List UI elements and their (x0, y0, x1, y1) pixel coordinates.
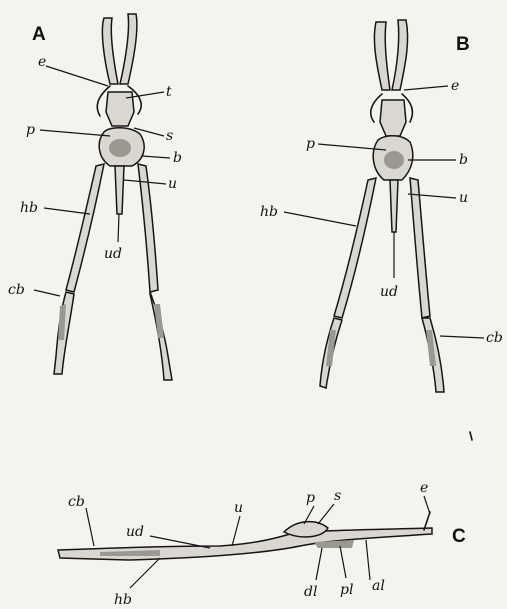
label-b-u: u (459, 190, 468, 206)
panel-c: C cb ud u p s e hb dl pl al (58, 480, 466, 608)
label-b-hb: hb (260, 204, 278, 220)
panel-letter-c: C (452, 526, 466, 547)
label-c-ud: ud (126, 524, 144, 540)
panel-c-drawing (58, 512, 432, 560)
label-b-cb: cb (486, 330, 503, 346)
panel-b: B e p b u hb ud cb (260, 20, 503, 392)
label-c-e: e (420, 480, 428, 496)
label-a-p: p (26, 122, 35, 138)
panel-letter-a: A (32, 24, 46, 45)
label-a-ud: ud (104, 246, 122, 262)
stray-mark (470, 432, 472, 440)
label-c-cb: cb (68, 494, 85, 510)
label-b-p: p (306, 136, 315, 152)
panel-a-drawing (54, 14, 172, 380)
label-a-t: t (166, 84, 172, 100)
label-a-e: e (38, 54, 46, 70)
label-c-s: s (334, 488, 341, 504)
label-a-s: s (166, 128, 173, 144)
label-c-dl: dl (304, 584, 317, 600)
panel-a: A (8, 14, 182, 380)
label-c-al: al (372, 578, 385, 594)
label-c-p: p (306, 490, 315, 506)
label-c-pl: pl (340, 582, 353, 598)
label-a-cb: cb (8, 282, 25, 298)
label-a-u: u (168, 176, 177, 192)
label-a-hb: hb (20, 200, 38, 216)
label-b-b: b (459, 152, 468, 168)
label-c-u: u (234, 500, 243, 516)
label-b-e: e (451, 78, 459, 94)
label-b-ud: ud (380, 284, 398, 300)
label-c-hb: hb (114, 592, 132, 608)
label-a-b: b (173, 150, 182, 166)
panel-letter-b: B (456, 34, 470, 55)
panel-b-drawing (320, 20, 444, 392)
